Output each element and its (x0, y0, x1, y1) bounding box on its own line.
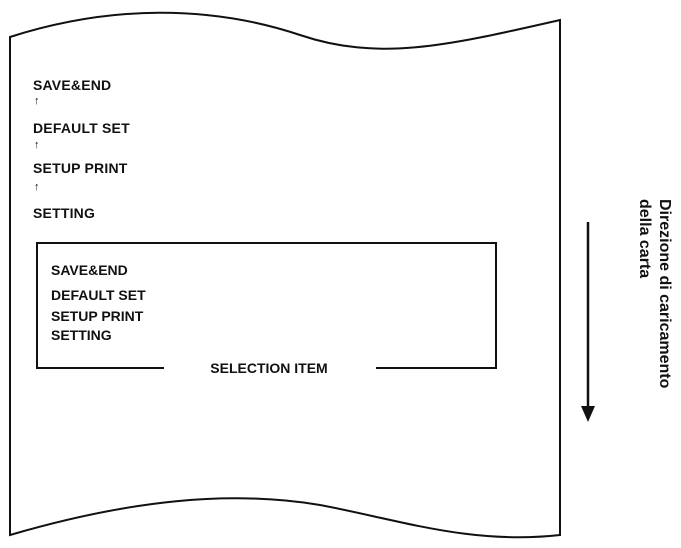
feed-arrow-head (581, 406, 595, 422)
up-arrow-icon: ↑ (34, 95, 40, 107)
menu-item-setup-print: SETUP PRINT (33, 160, 128, 176)
feed-direction-label: Direzione di caricamento della carta (628, 199, 674, 469)
selection-box-frame (36, 242, 497, 369)
box-item-setup-print: SETUP PRINT (51, 308, 144, 324)
menu-item-setting: SETTING (33, 205, 96, 221)
feed-direction-line-1: Direzione di caricamento (656, 199, 673, 389)
paper-edge (9, 11, 561, 539)
menu-item-save-end: SAVE&END (33, 77, 112, 93)
box-item-default-set: DEFAULT SET (51, 287, 146, 303)
box-item-setting: SETTING (51, 327, 112, 343)
feed-direction-line-2: della carta (636, 199, 653, 279)
up-arrow-icon: ↑ (34, 139, 40, 151)
menu-item-default-set: DEFAULT SET (33, 120, 130, 136)
up-arrow-icon: ↑ (34, 181, 40, 193)
selection-item-caption: SELECTION ITEM (164, 360, 374, 376)
box-item-save-end: SAVE&END (51, 262, 128, 278)
